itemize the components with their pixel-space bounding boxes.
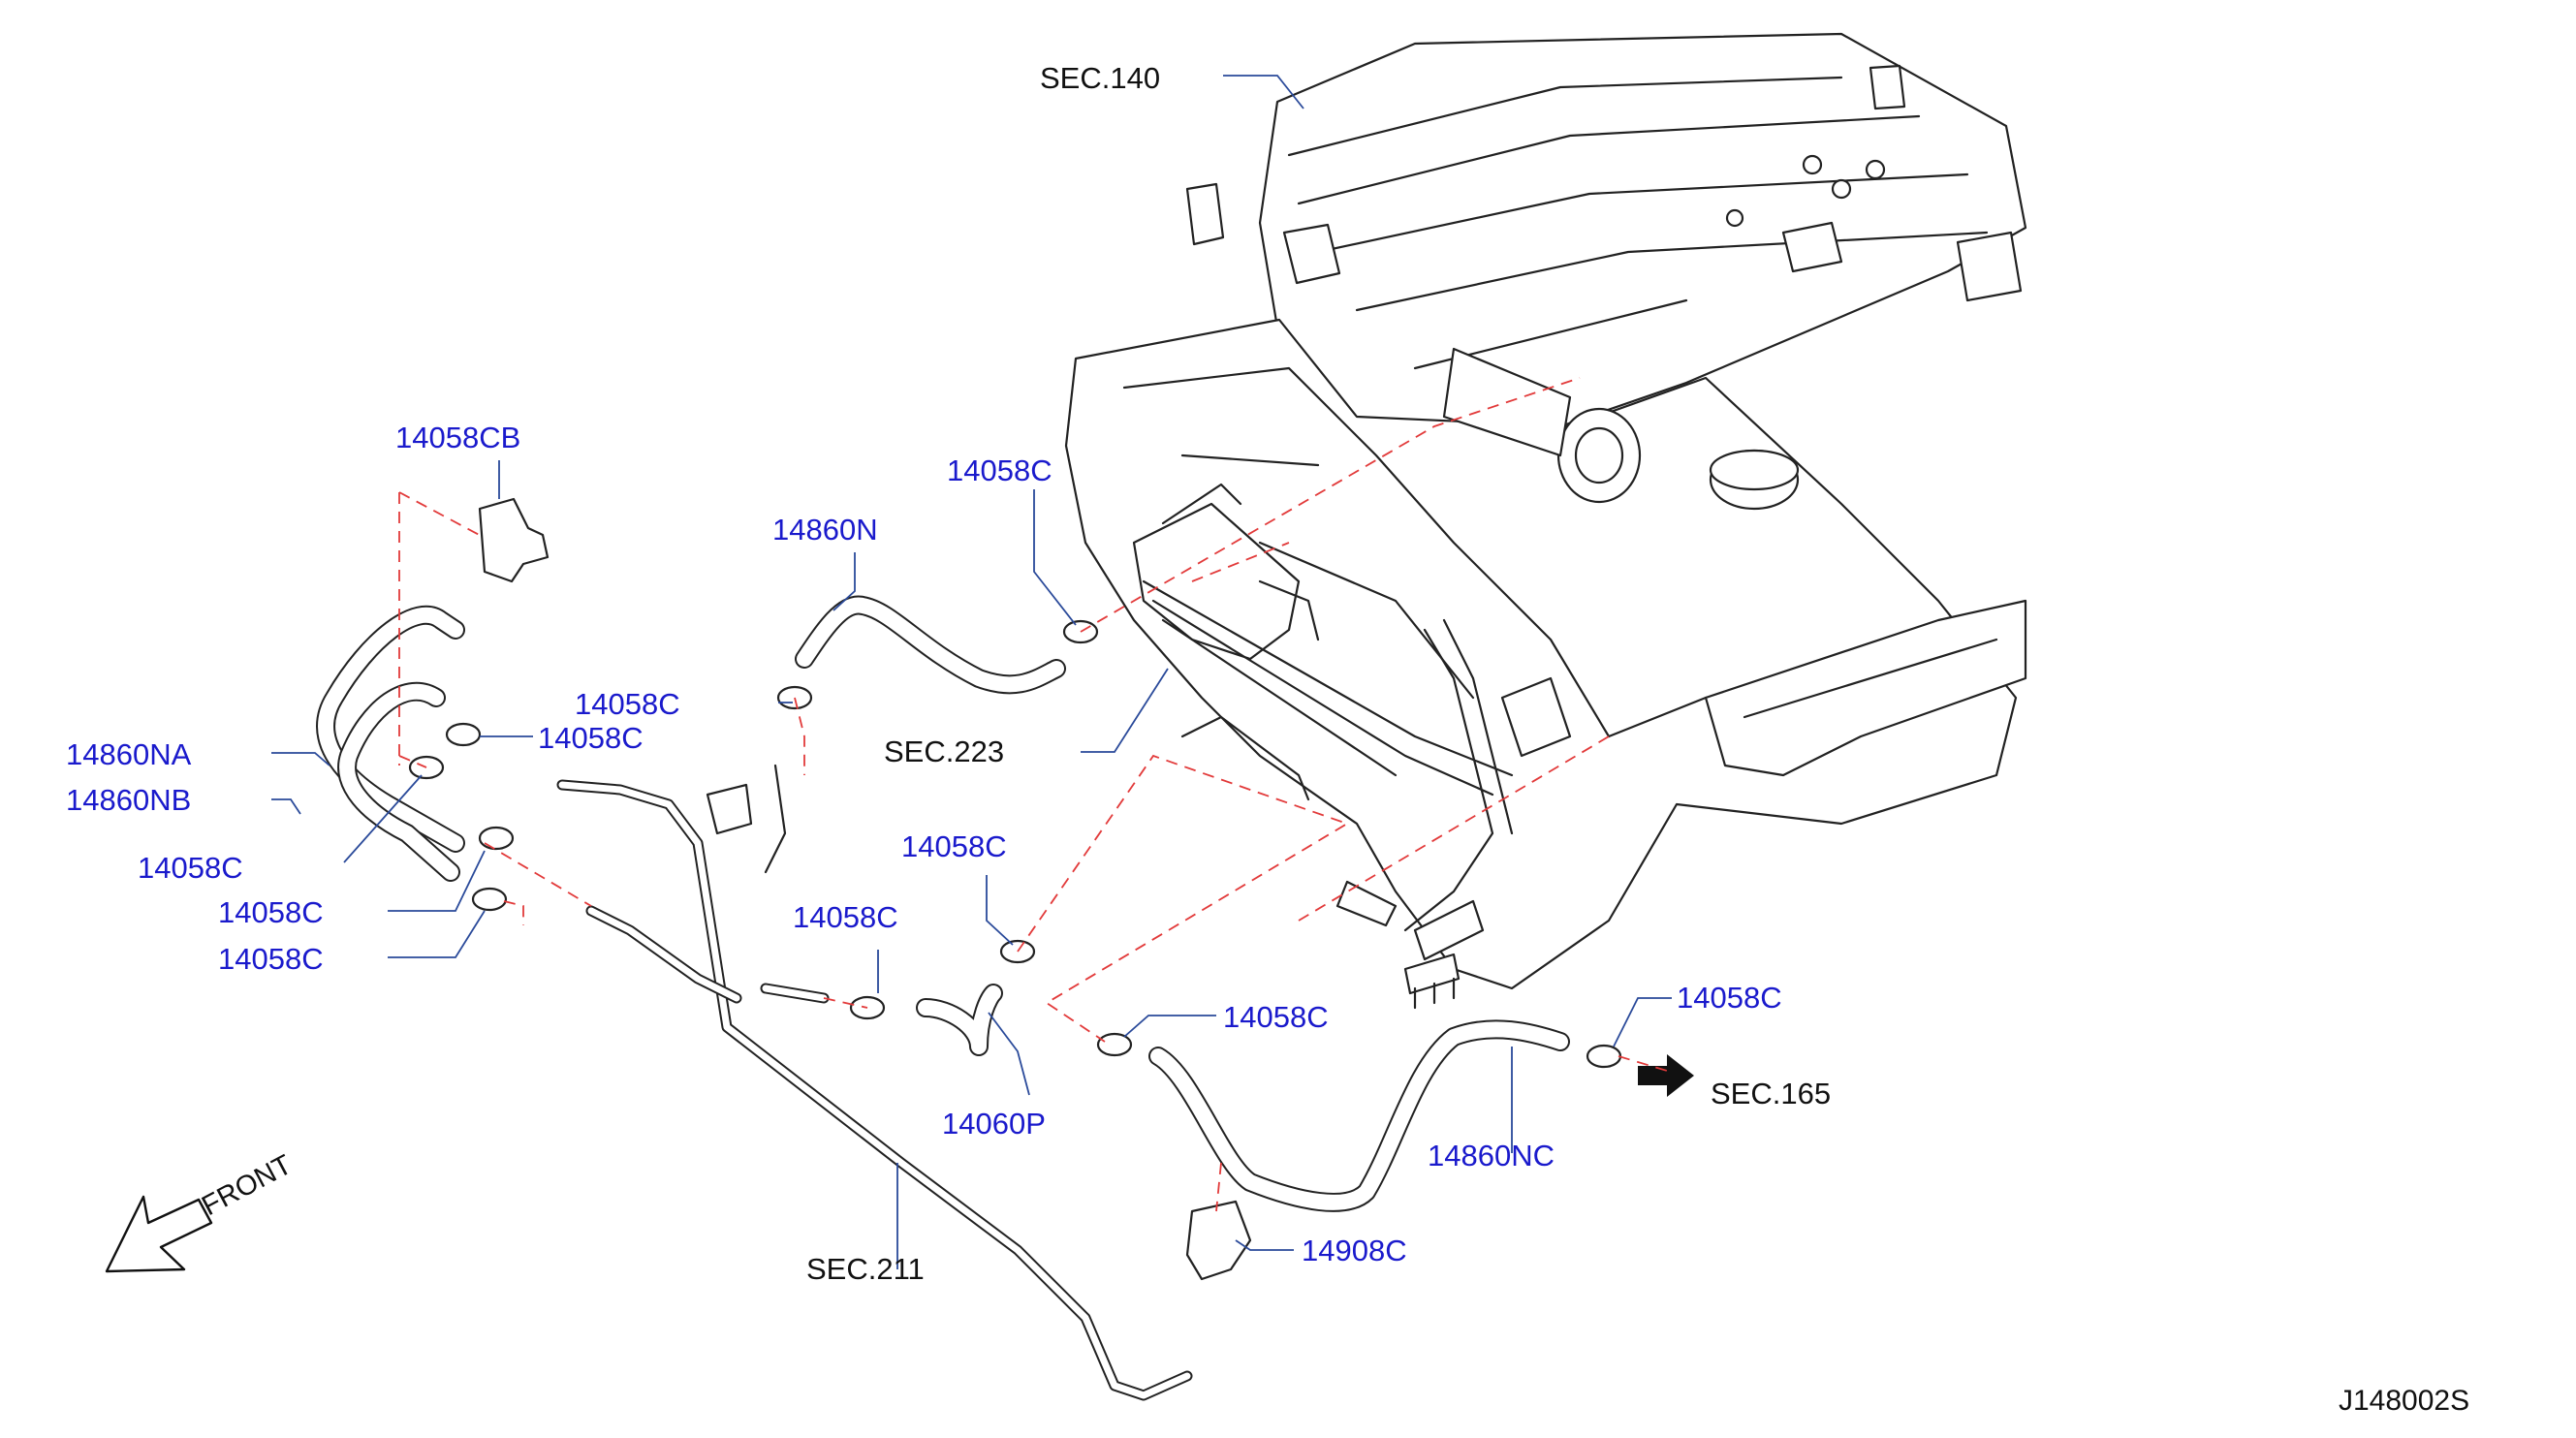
part-label-14860nb[interactable]: 14860NB	[66, 783, 191, 817]
part-label-14860n[interactable]: 14860N	[772, 513, 878, 547]
part-label-14058c-center1[interactable]: 14058C	[901, 829, 1007, 863]
part-label-14058c-left1[interactable]: 14058C	[138, 851, 243, 885]
section-ref-sec223[interactable]: SEC.223	[884, 735, 1004, 768]
part-label-14058c-left2[interactable]: 14058C	[218, 895, 324, 929]
part-label-14058c-upper[interactable]: 14058C	[947, 453, 1052, 487]
part-label-14058c-right2[interactable]: 14058C	[1677, 981, 1782, 1015]
hose-assembly-drawing	[316, 497, 1694, 1401]
front-label: FRONT	[197, 1149, 297, 1222]
part-label-14058c-center2[interactable]: 14058C	[793, 900, 898, 934]
part-label-14058c-side[interactable]: 14058C	[538, 721, 644, 755]
diagram-code: J148002S	[2339, 1385, 2469, 1417]
section-ref-sec165[interactable]: SEC.165	[1711, 1077, 1831, 1110]
part-label-14058c-right1[interactable]: 14058C	[1223, 1000, 1329, 1034]
connection-lines	[398, 377, 1668, 1212]
front-direction-indicator: FRONT	[105, 1149, 298, 1273]
section-ref-sec211[interactable]: SEC.211	[806, 1252, 925, 1286]
part-label-14060p[interactable]: 14060P	[942, 1107, 1046, 1141]
part-label-14908c[interactable]: 14908C	[1302, 1234, 1407, 1267]
leader-lines	[271, 75, 1672, 1269]
engine-assembly-drawing	[1064, 32, 2027, 1010]
section-ref-sec140[interactable]: SEC.140	[1040, 61, 1160, 95]
part-label-14058c-left3[interactable]: 14058C	[218, 942, 324, 976]
part-label-14860nc[interactable]: 14860NC	[1428, 1139, 1555, 1172]
part-label-14860na[interactable]: 14860NA	[66, 737, 192, 771]
part-label-14058c-mid[interactable]: 14058C	[575, 687, 680, 721]
part-label-14058cb[interactable]: 14058CB	[395, 421, 520, 454]
front-arrow-icon	[105, 1195, 213, 1273]
